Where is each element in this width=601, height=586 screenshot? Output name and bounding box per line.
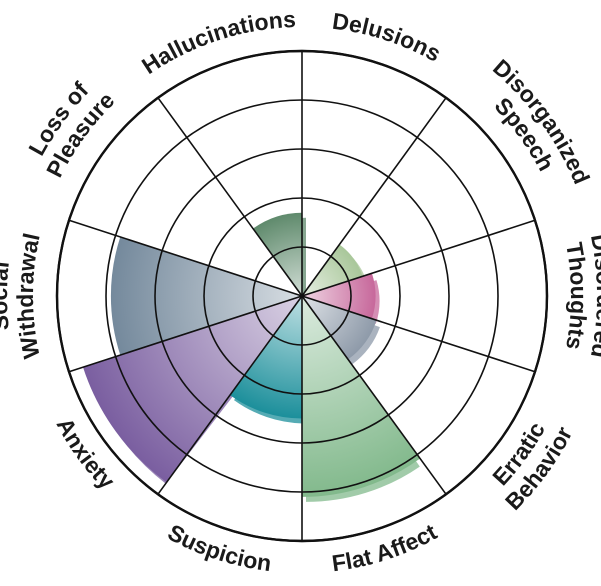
segment-disordered-thoughts	[302, 273, 376, 319]
segment-disorganized-speech	[302, 244, 363, 296]
label-social-withdrawal: Withdrawal	[12, 231, 45, 361]
label-social-withdrawal: Social	[0, 260, 14, 332]
segment-flat-affect	[302, 296, 421, 497]
label-hallucinations: Hallucinations	[137, 6, 296, 79]
grid-spoke	[301, 219, 536, 297]
segment-hallucinations	[253, 212, 302, 296]
grid-spoke	[68, 295, 303, 373]
outer-border	[55, 49, 549, 543]
label-disordered-thoughts: Thoughts	[561, 240, 592, 351]
grid-spoke	[157, 97, 303, 297]
grid-spoke	[68, 219, 303, 297]
segments	[82, 212, 421, 497]
label-delusions: Delusions	[331, 8, 446, 67]
segment-suspicion	[229, 296, 302, 419]
grid-spoke	[301, 97, 447, 297]
grid	[55, 49, 549, 543]
grid-spoke	[301, 295, 536, 373]
label-anxiety: Anxiety	[52, 413, 121, 494]
grid-spoke	[157, 295, 303, 495]
segment-anxiety	[82, 296, 303, 483]
grid-spoke	[301, 295, 447, 495]
